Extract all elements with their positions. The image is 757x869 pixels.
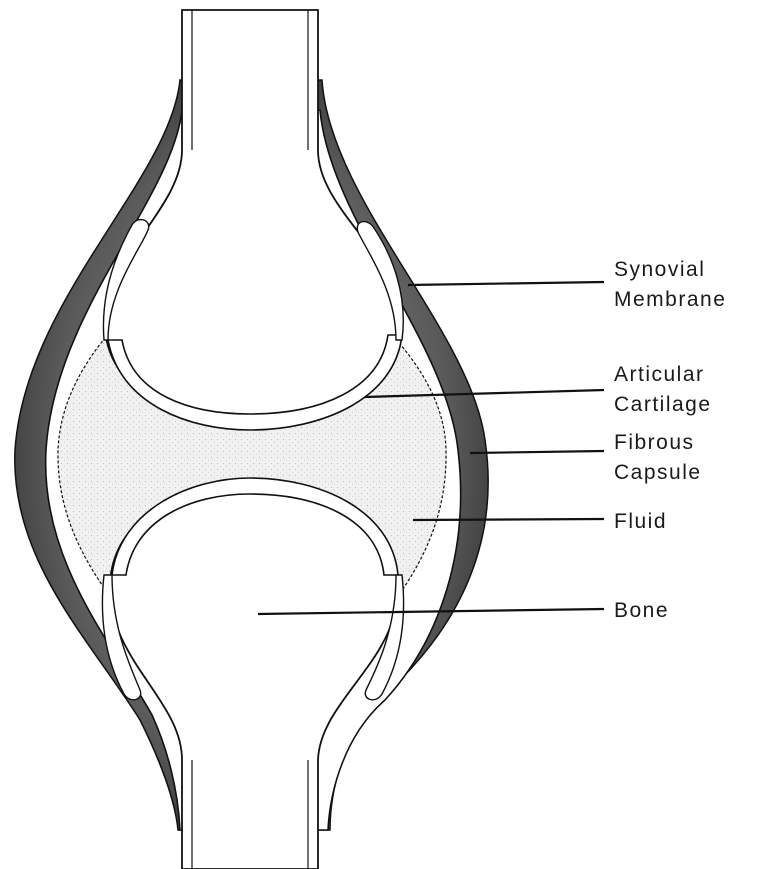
bone-label: Bone: [614, 599, 669, 622]
fibrous-capsule-label-line1: Fibrous: [614, 431, 695, 454]
fibrous-capsule-leader: [470, 451, 604, 453]
fluid-label: Fluid: [614, 510, 667, 533]
synovial-membrane-label-line2: Membrane: [614, 288, 726, 311]
articular-cartilage-label-line2: Cartilage: [614, 393, 712, 416]
fibrous-capsule-label-line2: Capsule: [614, 461, 702, 484]
lower-bone: [110, 485, 398, 869]
synovial-membrane-leader: [408, 282, 604, 285]
articular-cartilage-label-line1: Articular: [614, 363, 705, 386]
synovial-membrane-label-line1: Synovial: [614, 258, 705, 281]
fluid-leader: [413, 519, 604, 520]
